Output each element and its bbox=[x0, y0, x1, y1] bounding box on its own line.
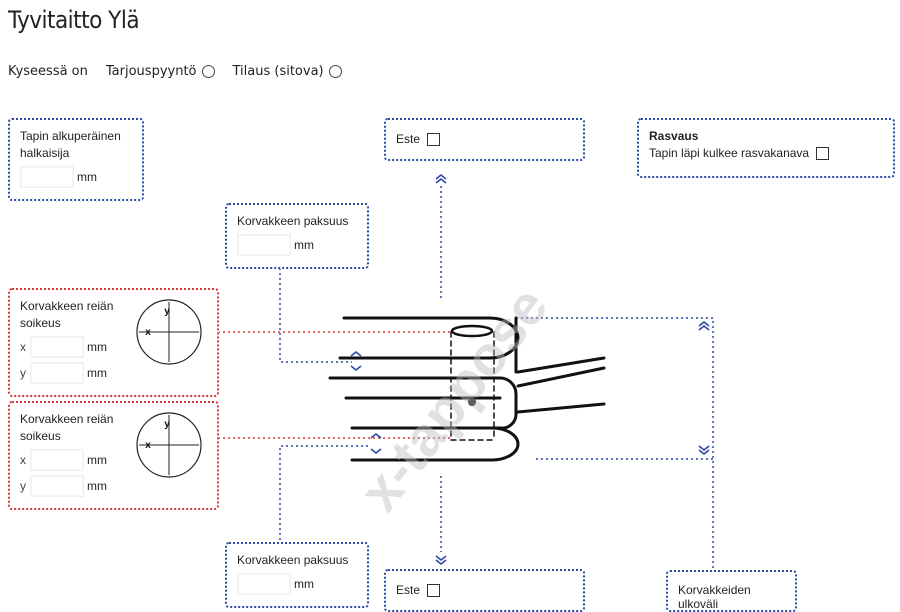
ovality-1-y-label: y bbox=[20, 366, 26, 380]
pin-diameter-unit: mm bbox=[77, 170, 97, 184]
ovality-2-label-line2: soikeus bbox=[20, 429, 61, 443]
page-title: Tyvitaitto Ylä bbox=[8, 6, 140, 34]
lug-thickness-top-input[interactable] bbox=[237, 234, 291, 256]
connector-thickness-top bbox=[279, 268, 352, 363]
lug-thickness-top-panel: Korvakkeen paksuus mm bbox=[225, 203, 369, 269]
lubrication-heading: Rasvaus bbox=[649, 129, 699, 143]
binding-order-radio[interactable] bbox=[328, 65, 342, 78]
lubrication-label: Tapin läpi kulkee rasvakanava bbox=[649, 146, 810, 160]
ovality-1-dial-x: x bbox=[145, 327, 151, 338]
ovality-1-crosshair-icon: y x bbox=[136, 299, 202, 365]
ovality-1-label-line1: Korvakkeen reiän bbox=[20, 299, 114, 313]
ovality-1-dial-y: y bbox=[164, 306, 170, 317]
pin-diameter-label-line1: Tapin alkuperäinen bbox=[20, 129, 121, 143]
ovality-2-y-unit: mm bbox=[87, 479, 107, 493]
obstacle-bottom-panel: Este bbox=[384, 569, 585, 612]
lug-outer-spacing-label: Korvakkeiden ulkoväli bbox=[678, 583, 751, 611]
chevron-up-icon bbox=[370, 432, 382, 439]
connector-thickness-bottom bbox=[279, 445, 370, 540]
ovality-panel-1: Korvakkeen reiän soikeus x mm y mm y x bbox=[8, 288, 219, 397]
order-option-binding-label: Tilaus (sitova) bbox=[232, 64, 324, 79]
ovality-1-x-input[interactable] bbox=[30, 336, 84, 358]
ovality-2-dial-y: y bbox=[164, 419, 170, 430]
ovality-2-crosshair-icon: y x bbox=[136, 412, 202, 478]
obstacle-top-checkbox[interactable] bbox=[427, 133, 441, 147]
lubrication-checkbox[interactable] bbox=[816, 147, 830, 161]
lug-thickness-bottom-unit: mm bbox=[294, 577, 314, 591]
obstacle-bottom-label: Este bbox=[396, 583, 421, 597]
ovality-2-y-input[interactable] bbox=[30, 475, 84, 497]
double-chevron-down-icon bbox=[435, 555, 447, 566]
order-option-quote[interactable]: Tarjouspyyntö bbox=[106, 64, 215, 79]
lug-thickness-top-label: Korvakkeen paksuus bbox=[237, 214, 349, 228]
order-option-quote-label: Tarjouspyyntö bbox=[105, 64, 197, 79]
quote-radio[interactable] bbox=[201, 65, 215, 78]
ovality-2-dial-x: x bbox=[145, 440, 151, 451]
lug-thickness-bottom-input[interactable] bbox=[237, 573, 291, 595]
order-type-row: Kyseessä on Tarjouspyyntö Tilaus (sitova… bbox=[8, 64, 360, 79]
joint-drawing bbox=[328, 316, 606, 462]
order-option-binding[interactable]: Tilaus (sitova) bbox=[233, 64, 342, 79]
lug-thickness-top-unit: mm bbox=[294, 238, 314, 252]
double-chevron-up-icon bbox=[435, 173, 447, 184]
ovality-2-x-input[interactable] bbox=[30, 449, 84, 471]
ovality-2-y-label: y bbox=[20, 479, 26, 493]
pin-diameter-panel: Tapin alkuperäinen halkaisija mm bbox=[8, 118, 144, 201]
chevron-down-icon bbox=[370, 448, 382, 455]
chevron-up-icon bbox=[350, 350, 362, 357]
ovality-1-y-input[interactable] bbox=[30, 362, 84, 384]
double-chevron-down-icon bbox=[698, 445, 710, 456]
lubrication-panel: Rasvaus Tapin läpi kulkee rasvakanava bbox=[637, 118, 895, 178]
ovality-panel-2: Korvakkeen reiän soikeus x mm y mm y x bbox=[8, 401, 219, 510]
lug-thickness-bottom-panel: Korvakkeen paksuus mm bbox=[225, 542, 369, 608]
obstacle-bottom-checkbox[interactable] bbox=[427, 584, 441, 598]
lug-outer-spacing-panel: Korvakkeiden ulkoväli bbox=[666, 570, 797, 612]
ovality-1-y-unit: mm bbox=[87, 366, 107, 380]
ovality-2-label-line1: Korvakkeen reiän bbox=[20, 412, 114, 426]
connector-spacing-right bbox=[516, 317, 714, 572]
ovality-2-x-label: x bbox=[20, 453, 26, 467]
obstacle-top-panel: Este bbox=[384, 118, 585, 161]
lug-thickness-bottom-label: Korvakkeen paksuus bbox=[237, 553, 349, 567]
order-type-label: Kyseessä on bbox=[8, 64, 88, 79]
double-chevron-up-icon bbox=[698, 320, 710, 331]
ovality-1-label-line2: soikeus bbox=[20, 316, 61, 330]
pin-diameter-input[interactable] bbox=[20, 166, 74, 188]
chevron-down-icon bbox=[350, 365, 362, 372]
pin-diameter-label-line2: halkaisija bbox=[20, 146, 70, 160]
ovality-2-x-unit: mm bbox=[87, 453, 107, 467]
obstacle-top-label: Este bbox=[396, 132, 421, 146]
ovality-1-x-unit: mm bbox=[87, 340, 107, 354]
ovality-1-x-label: x bbox=[20, 340, 26, 354]
